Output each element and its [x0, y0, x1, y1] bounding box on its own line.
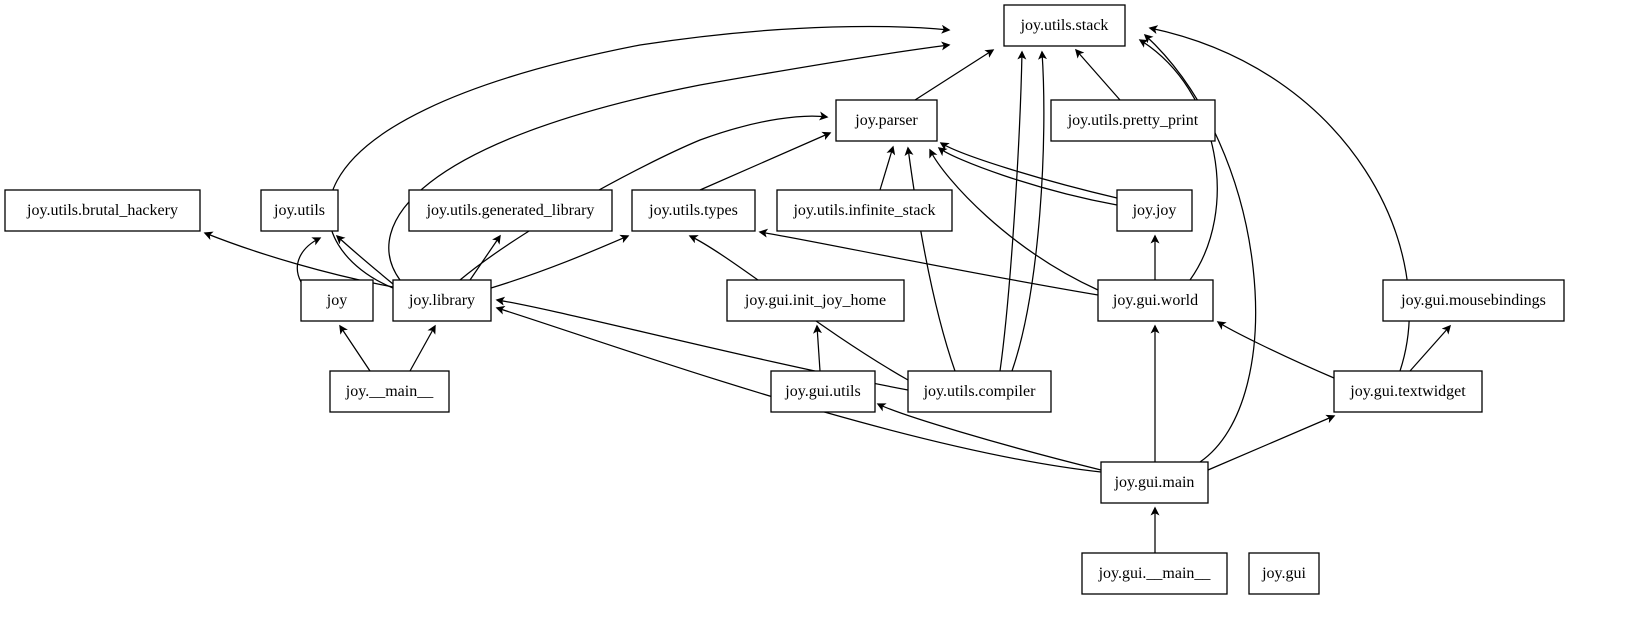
node-rect[interactable] — [392, 279, 492, 322]
graph-edge — [296, 237, 322, 283]
node-label: joy.gui — [1261, 565, 1306, 582]
node-rect[interactable] — [726, 279, 905, 322]
graph-edge — [937, 147, 1118, 206]
graph-node-joy-gui-mousebindings[interactable]: joy.gui.mousebindings — [1382, 279, 1565, 322]
node-label: joy.utils.generated_library — [426, 202, 595, 219]
node-rect[interactable] — [631, 189, 756, 232]
node-rect[interactable] — [1003, 4, 1126, 47]
graph-node-joy-parser[interactable]: joy.parser — [835, 99, 938, 142]
node-label: joy.gui.textwidget — [1349, 383, 1466, 400]
node-rect[interactable] — [300, 279, 374, 322]
graph-edge — [876, 403, 1102, 471]
graph-node-joy-gui[interactable]: joy.gui — [1248, 552, 1320, 595]
graph-node-joy-utils-compiler[interactable]: joy.utils.compiler — [907, 370, 1052, 413]
node-rect[interactable] — [907, 370, 1052, 413]
node-label: joy.utils.types — [648, 202, 738, 219]
node-label: joy.utils.pretty_print — [1067, 112, 1199, 129]
node-rect[interactable] — [408, 189, 613, 232]
graph-node-joy-utils-generated-library[interactable]: joy.utils.generated_library — [408, 189, 613, 232]
graph-node-joy-gui-main[interactable]: joy.gui.main — [1100, 461, 1209, 504]
graph-edge — [758, 228, 1099, 296]
graph-node-joy-utils-stack[interactable]: joy.utils.stack — [1003, 4, 1126, 47]
graph-edge — [1216, 321, 1335, 379]
graph-node-joy-utils[interactable]: joy.utils — [260, 189, 339, 232]
node-label: joy.joy — [1132, 202, 1177, 219]
graph-edge — [335, 234, 394, 285]
node-label: joy.utils — [273, 202, 325, 219]
node-label: joy.gui.world — [1112, 292, 1198, 309]
edge-layer — [203, 24, 1451, 553]
graph-node-joy-gui-init-joy-home[interactable]: joy.gui.init_joy_home — [726, 279, 905, 322]
graph-edge — [999, 50, 1027, 372]
graph-edge — [939, 142, 1118, 199]
graph-node-joy---main--[interactable]: joy.__main__ — [329, 370, 450, 413]
graph-edge — [914, 49, 995, 101]
node-rect[interactable] — [835, 99, 938, 142]
node-label: joy.__main__ — [345, 383, 434, 400]
graph-edge — [469, 234, 501, 281]
graph-node-joy-gui---main--[interactable]: joy.gui.__main__ — [1081, 552, 1228, 595]
node-label: joy.gui.mousebindings — [1400, 292, 1546, 309]
graph-node-joy-utils-pretty-print[interactable]: joy.utils.pretty_print — [1050, 99, 1216, 142]
graph-edge — [1011, 50, 1047, 372]
graph-edge — [409, 324, 436, 372]
node-rect[interactable] — [1333, 370, 1483, 413]
node-label: joy.utils.stack — [1020, 17, 1109, 34]
node-rect[interactable] — [776, 189, 953, 232]
graph-edge — [1409, 324, 1451, 372]
graph-edge — [1207, 414, 1336, 471]
graph-node-joy-gui-utils[interactable]: joy.gui.utils — [770, 370, 876, 413]
node-label: joy.library — [408, 292, 475, 309]
graph-node-joy-library[interactable]: joy.library — [392, 279, 492, 322]
node-rect[interactable] — [1382, 279, 1565, 322]
graph-node-joy-joy[interactable]: joy.joy — [1116, 189, 1193, 232]
node-label: joy.gui.init_joy_home — [744, 292, 886, 309]
node-rect[interactable] — [4, 189, 201, 232]
node-rect[interactable] — [1116, 189, 1193, 232]
graph-edge — [904, 146, 956, 372]
graph-edge — [339, 324, 371, 372]
graph-edge — [495, 305, 1102, 473]
graph-edge — [1075, 48, 1121, 101]
node-rect[interactable] — [1248, 552, 1320, 595]
graph-edge — [459, 111, 829, 281]
graph-edge — [929, 148, 1099, 291]
graph-edge — [1143, 33, 1257, 463]
graph-edge — [388, 41, 951, 281]
node-label: joy.gui.__main__ — [1098, 565, 1212, 582]
graph-edge — [490, 234, 630, 289]
graph-edge — [699, 131, 832, 191]
graph-edge — [328, 24, 951, 289]
graph-node-joy-utils-types[interactable]: joy.utils.types — [631, 189, 756, 232]
graph-node-joy-gui-textwidget[interactable]: joy.gui.textwidget — [1333, 370, 1483, 413]
graph-edge — [1138, 39, 1218, 281]
node-rect[interactable] — [329, 370, 450, 413]
node-label: joy — [326, 292, 347, 309]
node-label: joy.parser — [854, 112, 918, 129]
node-rect[interactable] — [1050, 99, 1216, 142]
node-label: joy.utils.compiler — [923, 383, 1037, 400]
node-rect[interactable] — [770, 370, 876, 413]
graph-node-joy-gui-world[interactable]: joy.gui.world — [1097, 279, 1214, 322]
node-rect[interactable] — [260, 189, 339, 232]
node-label: joy.gui.utils — [784, 383, 860, 400]
node-label: joy.gui.main — [1114, 474, 1195, 491]
node-layer: joy.utils.stack joy.parser joy.utils.prett… — [4, 4, 1565, 595]
graph-edge — [813, 324, 822, 372]
graph-node-joy[interactable]: joy — [300, 279, 374, 322]
node-rect[interactable] — [1100, 461, 1209, 504]
graph-node-joy-utils-infinite-stack[interactable]: joy.utils.infinite_stack — [776, 189, 953, 232]
node-label: joy.utils.brutal_hackery — [26, 202, 178, 219]
node-rect[interactable] — [1081, 552, 1228, 595]
graph-node-joy-utils-brutal-hackery[interactable]: joy.utils.brutal_hackery — [4, 189, 201, 232]
graph-edge — [879, 145, 896, 191]
node-rect[interactable] — [1097, 279, 1214, 322]
node-label: joy.utils.infinite_stack — [792, 202, 935, 219]
